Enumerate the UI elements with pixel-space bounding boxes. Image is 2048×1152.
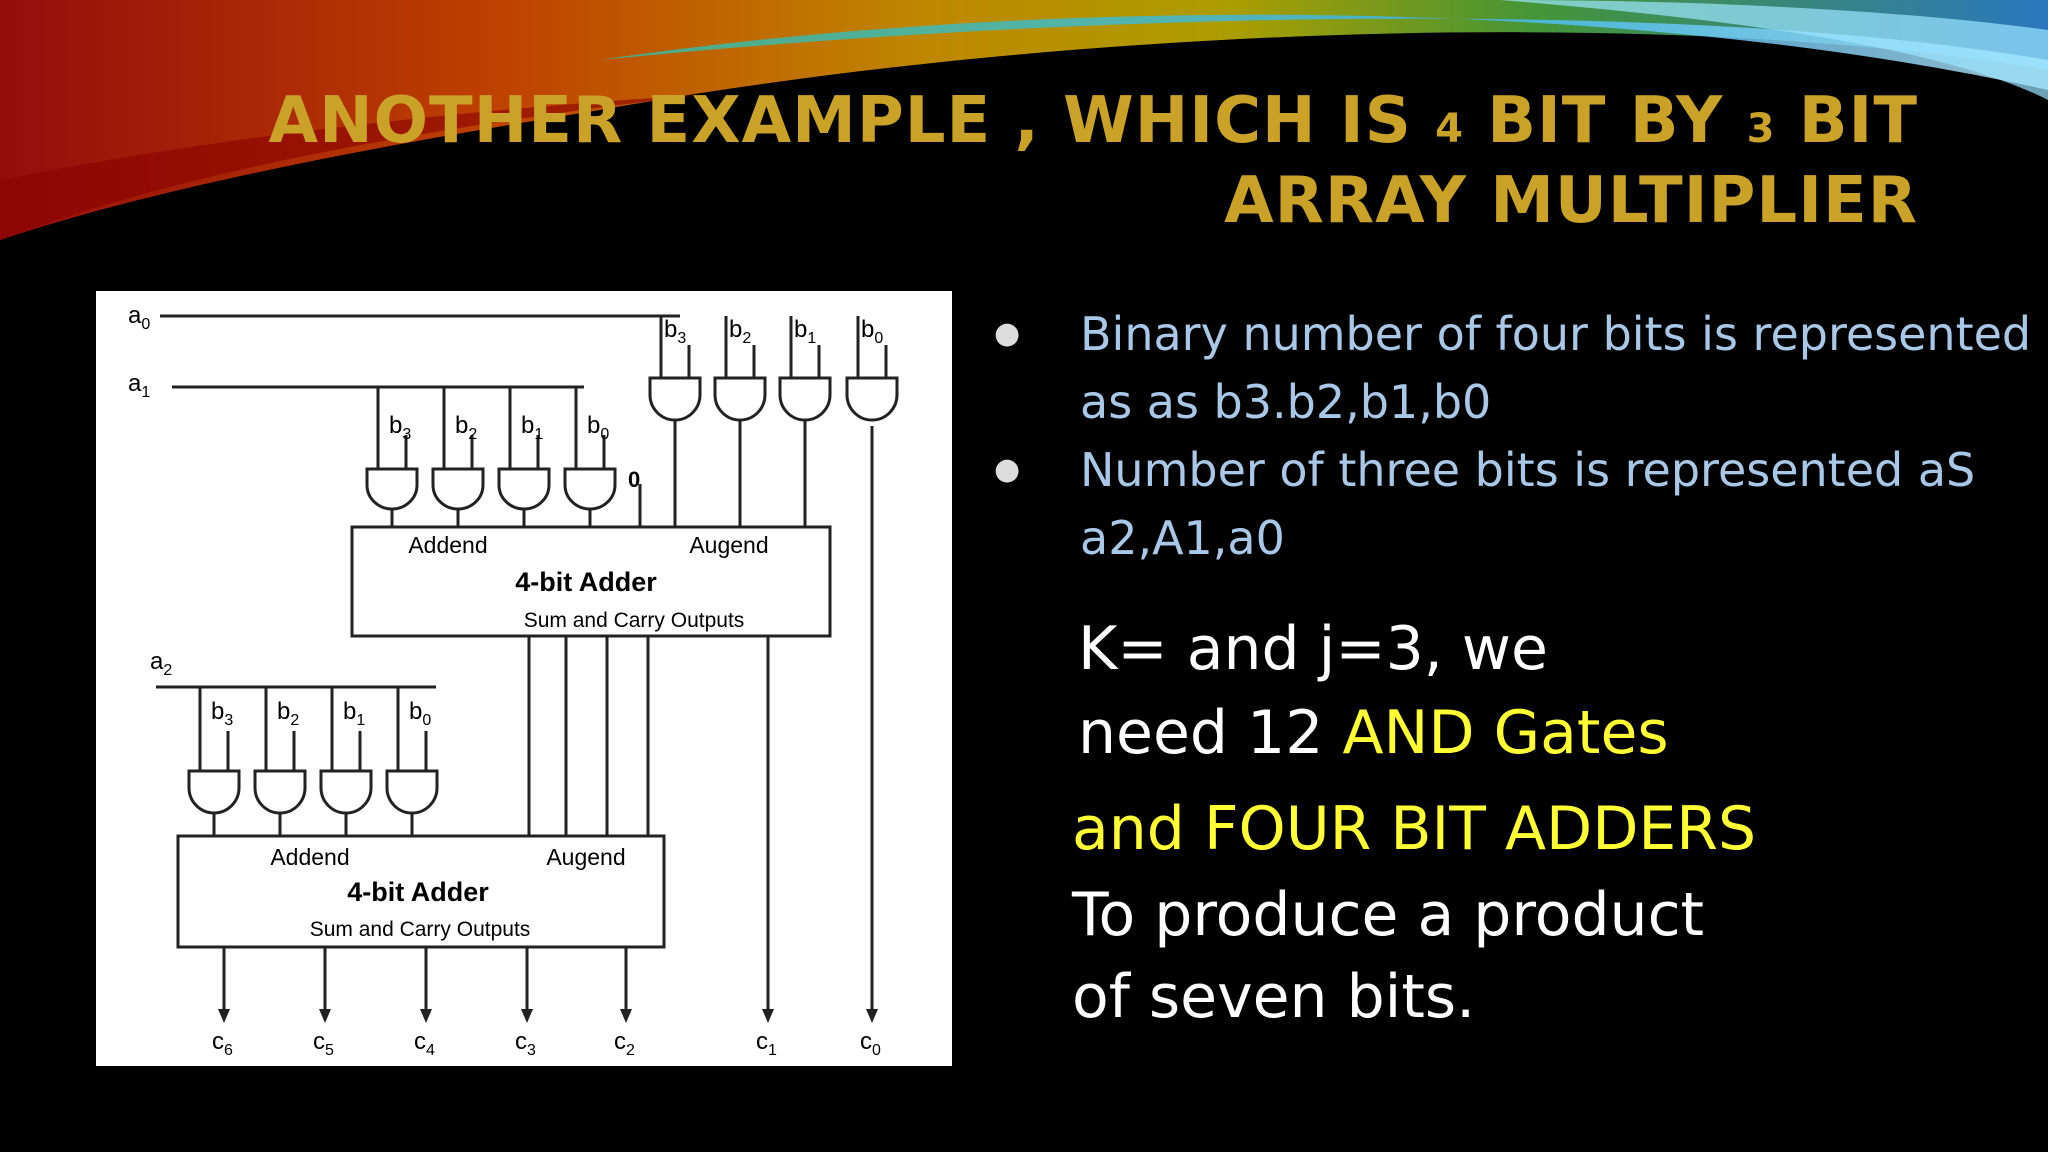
bullet-continuation: as as b3.b2,b1,b0 xyxy=(994,368,2048,436)
product-output-label: c3 xyxy=(515,1028,536,1059)
note-line-2a: need 12 xyxy=(1078,698,1324,768)
input-a2-label: a2 xyxy=(150,648,172,679)
bullet-text: Binary number of four bits is represente… xyxy=(1080,307,2032,361)
and-gate xyxy=(778,376,832,422)
b-input-label: b1 xyxy=(794,316,816,347)
product-output-label: c1 xyxy=(756,1028,777,1059)
note-line-5: of seven bits. xyxy=(1072,962,1476,1032)
b-input-label: b3 xyxy=(389,412,411,443)
bullet-text: a2,A1,a0 xyxy=(1080,511,1285,565)
adder-2-title: 4-bit Adder xyxy=(347,877,489,907)
input-a1-label: a1 xyxy=(128,370,150,401)
and-gate xyxy=(431,467,485,511)
adder-2-addend-label: Addend xyxy=(270,844,349,870)
and-gate xyxy=(563,467,617,511)
and-gate xyxy=(253,769,307,815)
and-gate xyxy=(648,376,702,422)
zero-input-label: 0 xyxy=(628,467,640,492)
bullet-dot: ● xyxy=(994,452,1021,487)
note-line-2: need 12 AND Gates xyxy=(1078,698,1669,768)
output-arrow-icon xyxy=(866,1009,878,1023)
b-input-label: b3 xyxy=(211,698,233,729)
and-gate xyxy=(713,376,767,422)
and-gate xyxy=(385,769,439,815)
array-multiplier-diagram: Addend Augend 4-bit Adder Sum and Carry … xyxy=(96,291,952,1066)
adder-1-outputs-label: Sum and Carry Outputs xyxy=(524,609,745,632)
product-output-label: c0 xyxy=(860,1028,881,1059)
product-output-label: c5 xyxy=(313,1028,334,1059)
b-input-label: b1 xyxy=(343,698,365,729)
b-input-label: b2 xyxy=(277,698,299,729)
output-arrow-icon xyxy=(762,1009,774,1023)
b-input-label: b0 xyxy=(409,698,431,729)
b-input-label: b3 xyxy=(664,316,686,347)
bullet-continuation: a2,A1,a0 xyxy=(994,504,2048,572)
and-gate-row-a1 xyxy=(365,387,617,527)
adder-1-addend-label: Addend xyxy=(408,532,487,558)
input-a0-label: a0 xyxy=(128,302,150,333)
and-gate-row-a2 xyxy=(187,687,439,836)
output-arrow-icon xyxy=(420,1009,432,1023)
product-output-label: c4 xyxy=(414,1028,435,1059)
output-arrow-icon xyxy=(218,1009,230,1023)
output-arrow-icon xyxy=(620,1009,632,1023)
adder-1-box xyxy=(350,525,832,638)
b-input-labels: b3 b2 b1 b0 b3 b2 b1 b0 b3 b2 b1 b0 xyxy=(211,316,883,729)
b-input-label: b2 xyxy=(455,412,477,443)
and-gate xyxy=(365,467,419,511)
product-outputs: c6 c5 c4 c3 c2 c1 c0 xyxy=(212,426,881,1059)
product-output-label: c2 xyxy=(614,1028,635,1059)
bullet-text: as as b3.b2,b1,b0 xyxy=(1080,375,1492,429)
note-line-2b: AND Gates xyxy=(1342,698,1669,768)
and-gate xyxy=(845,376,899,422)
title-number-4: 4 xyxy=(1435,106,1464,152)
and-gate-row-a0 xyxy=(648,316,899,422)
and-gate xyxy=(319,769,373,815)
bullet-item: ● Number of three bits is represented aS xyxy=(994,436,2048,504)
slide-title-line1: ANOTHER EXAMPLE , WHICH IS 4 BIT BY 3 BI… xyxy=(269,84,1918,158)
slide-title-line2: ARRAY MULTIPLIER xyxy=(1224,164,1918,238)
title-text-c: BIT xyxy=(1798,84,1918,158)
title-text-a: ANOTHER EXAMPLE , WHICH IS xyxy=(268,84,1412,158)
output-arrow-icon xyxy=(521,1009,533,1023)
adder-2-outputs-label: Sum and Carry Outputs xyxy=(310,918,531,941)
title-text-b: BIT BY xyxy=(1487,84,1724,158)
bullet-item: ● Binary number of four bits is represen… xyxy=(994,300,2048,368)
note-line-4: To produce a product xyxy=(1072,880,1705,950)
b-input-label: b0 xyxy=(587,412,609,443)
and-gate xyxy=(187,769,241,815)
adder-2-augend-label: Augend xyxy=(546,844,625,870)
adder-2-box xyxy=(176,834,666,949)
b-input-label: b2 xyxy=(729,316,751,347)
bullet-dot: ● xyxy=(994,316,1021,351)
and-gate xyxy=(497,467,551,511)
b-input-label: b0 xyxy=(861,316,883,347)
bullet-text: Number of three bits is represented aS xyxy=(1080,443,1976,497)
note-line-3: and FOUR BIT ADDERS xyxy=(1072,794,1757,864)
output-arrow-icon xyxy=(319,1009,331,1023)
title-number-3: 3 xyxy=(1746,106,1776,152)
note-line-1: K= and j=3, we xyxy=(1078,614,1548,684)
adder-1-title: 4-bit Adder xyxy=(515,567,657,597)
adder-1-augend-label: Augend xyxy=(689,532,768,558)
product-output-label: c6 xyxy=(212,1028,233,1059)
b-input-label: b1 xyxy=(521,412,543,443)
bullet-list: ● Binary number of four bits is represen… xyxy=(994,300,2048,572)
